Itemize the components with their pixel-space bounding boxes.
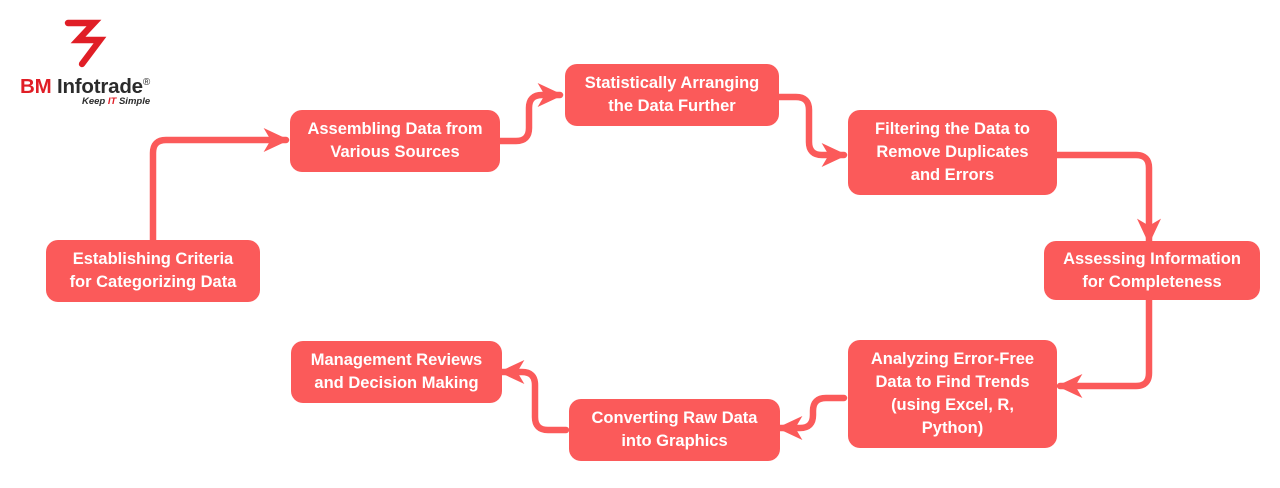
edge-n3-to-n4	[775, 93, 848, 168]
tagline-post: Simple	[116, 96, 151, 107]
flow-node-assembling-data[interactable]: Assembling Data from Various Sources	[290, 110, 500, 172]
flow-node-management-reviews[interactable]: Management Reviews and Decision Making	[291, 341, 502, 403]
brand-tagline: Keep IT Simple	[82, 96, 150, 107]
bm-infotrade-bolt-mark-icon	[64, 19, 107, 68]
edge-n4-to-n5	[1053, 151, 1162, 245]
brand-name-infotrade: Infotrade	[51, 74, 143, 98]
edge-n7-to-n8	[498, 359, 570, 434]
edge-n2-to-n3	[496, 82, 564, 145]
edge-n5-to-n6	[1056, 296, 1153, 399]
flow-node-filtering-data[interactable]: Filtering the Data to Remove Duplicates …	[848, 110, 1057, 195]
flow-node-establishing-criteria[interactable]: Establishing Criteria for Categorizing D…	[46, 240, 260, 302]
brand-name-bm: BM	[20, 74, 52, 98]
tagline-pre: Keep	[82, 96, 108, 107]
edge-n6-to-n7	[776, 394, 848, 441]
brand-logo: BM Infotrade® Keep IT Simple	[20, 14, 180, 107]
brand-wordmark: BM Infotrade®	[20, 72, 180, 97]
registered-trademark-icon: ®	[142, 77, 151, 88]
flow-node-converting-raw-data[interactable]: Converting Raw Data into Graphics	[569, 399, 780, 461]
tagline-it: IT	[107, 96, 117, 107]
flow-node-analyzing-error-free-data[interactable]: Analyzing Error-Free Data to Find Trends…	[848, 340, 1057, 448]
flow-node-assessing-information[interactable]: Assessing Information for Completeness	[1044, 241, 1260, 300]
edge-n1-to-n2	[149, 127, 290, 244]
flow-node-statistically-arranging[interactable]: Statistically Arranging the Data Further	[565, 64, 779, 126]
